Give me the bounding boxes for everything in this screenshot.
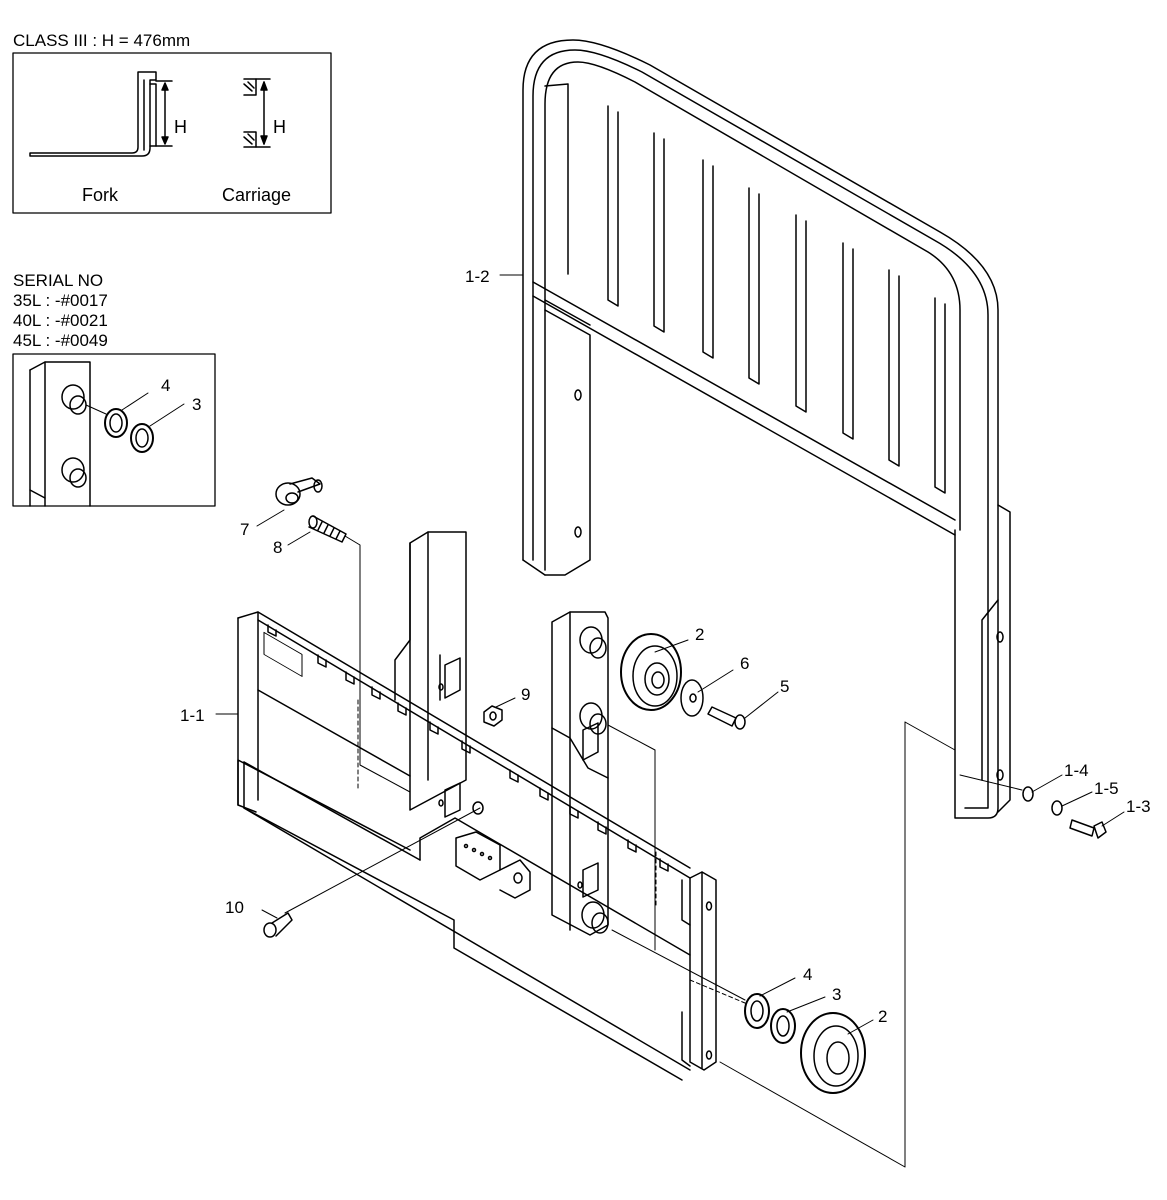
washer-3-bottom [770, 1008, 796, 1044]
serial-line-40l: 40L : -#0021 [13, 311, 108, 330]
callout-10: 10 [225, 898, 244, 917]
callout-9: 9 [521, 685, 531, 704]
serial-inset-callout-3: 3 [192, 395, 202, 414]
nut-9 [483, 705, 503, 727]
callout-1-5: 1-5 [1094, 779, 1119, 798]
carriage-h-label: H [273, 117, 286, 137]
class-spec-title: CLASS III : H = 476mm [13, 31, 191, 50]
washer-1-5 [1051, 800, 1063, 816]
fork-label: Fork [82, 185, 118, 205]
callout-4-bottom: 4 [803, 965, 813, 984]
carriage-label: Carriage [222, 185, 292, 205]
screw-5 [707, 706, 746, 730]
callout-3-bottom: 3 [832, 985, 842, 1004]
callout-1-1: 1-1 [180, 706, 205, 725]
callout-5: 5 [780, 677, 790, 696]
screw-8 [308, 515, 347, 543]
callout-8: 8 [273, 538, 283, 557]
washer-4-bottom [744, 993, 770, 1029]
roller-2-top [620, 633, 682, 711]
callout-1-2: 1-2 [465, 267, 490, 286]
fork-h-label: H [174, 117, 187, 137]
callout-2-bottom: 2 [878, 1007, 888, 1026]
serial-title: SERIAL NO [13, 271, 104, 290]
stud-7 [275, 477, 323, 506]
class-inset-box [12, 52, 332, 214]
serial-inset-callout-4: 4 [161, 376, 171, 395]
callout-6: 6 [740, 654, 750, 673]
leader-lines [215, 274, 1125, 1035]
load-backrest [522, 39, 1011, 819]
roller-2-bottom [800, 1012, 866, 1094]
callout-2-top: 2 [695, 625, 705, 644]
serial-line-45l: 45L : -#0049 [13, 331, 108, 350]
washer-1-4 [1022, 786, 1034, 802]
assembly-lines [284, 535, 1023, 1168]
carriage-frame [237, 531, 717, 1081]
bolt-1-3 [1069, 819, 1107, 839]
serial-inset-box [12, 353, 216, 507]
callout-1-3: 1-3 [1126, 797, 1151, 816]
washer-6 [680, 679, 704, 717]
callout-1-4: 1-4 [1064, 761, 1089, 780]
fork-icon [29, 71, 157, 157]
serial-line-35l: 35L : -#0017 [13, 291, 108, 310]
carriage-h-dimension [260, 81, 268, 145]
fork-h-dimension [155, 80, 173, 147]
bolt-10 [263, 912, 293, 938]
callout-7: 7 [240, 520, 250, 539]
carriage-icon [243, 78, 271, 148]
